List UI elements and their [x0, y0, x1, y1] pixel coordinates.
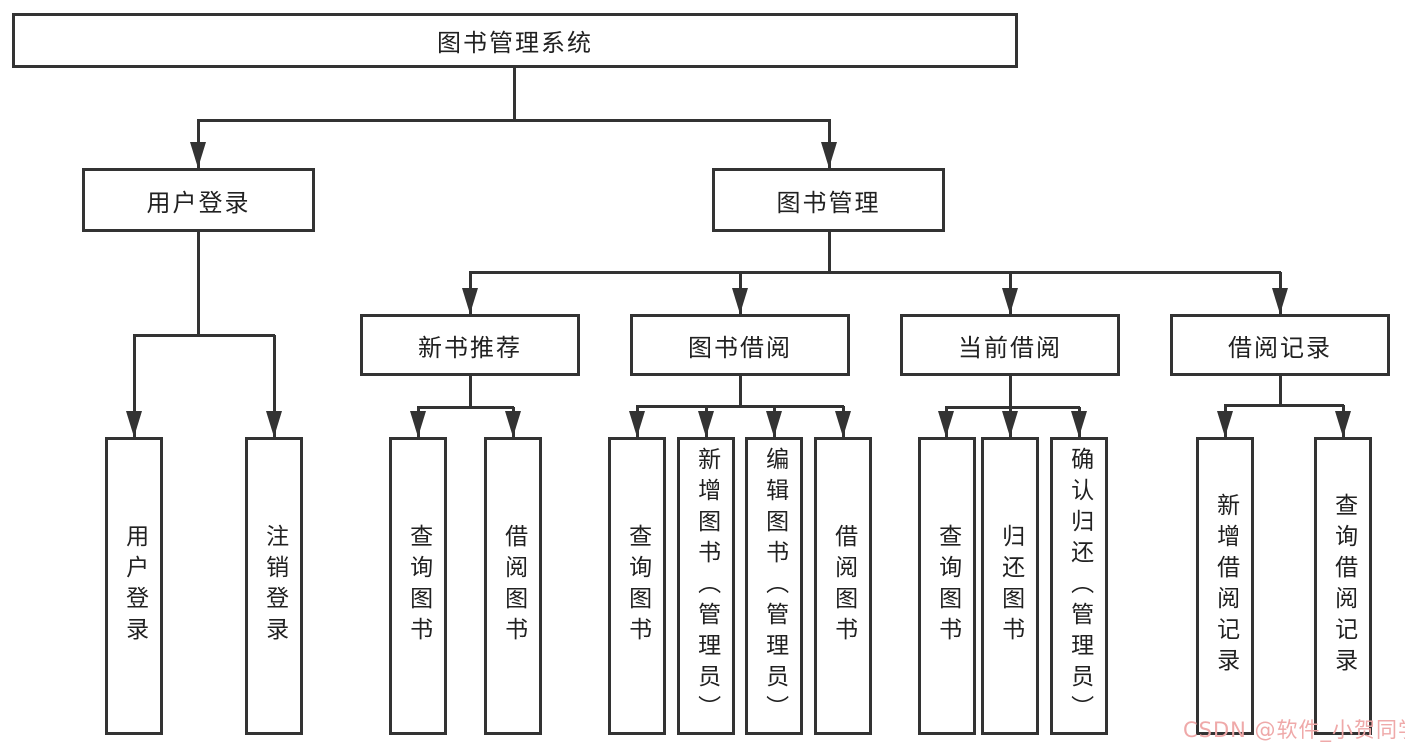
connector-line-vertical [739, 376, 742, 407]
connector-line-horizontal [945, 406, 1080, 409]
leaf-query-borrow-record-label: 查询借阅记录 [1330, 493, 1357, 679]
arrowhead-down-icon [505, 411, 521, 437]
connector-line-horizontal [469, 271, 1281, 274]
leaf-borrow-books-recommend-label: 借阅图书 [500, 524, 527, 648]
arrowhead-down-icon [766, 411, 782, 437]
leaf-user-login-label: 用户登录 [121, 524, 148, 648]
node-book-management-label: 图书管理 [776, 188, 881, 217]
leaf-query-books-borrow-label: 查询图书 [624, 524, 651, 648]
leaf-add-book-admin-label: 新增图书（管理员） [693, 446, 720, 726]
leaf-borrow-books-recommend: 借阅图书 [484, 437, 542, 735]
connector-line-horizontal [197, 119, 831, 122]
connector-line-vertical [469, 376, 472, 408]
leaf-logout: 注销登录 [245, 437, 303, 735]
node-new-book-recommend: 新书推荐 [360, 314, 580, 376]
node-new-book-recommend-label: 新书推荐 [418, 333, 522, 362]
leaf-edit-book-admin: 编辑图书（管理员） [745, 437, 803, 735]
node-borrow-records: 借阅记录 [1170, 314, 1390, 376]
leaf-query-books-recommend: 查询图书 [389, 437, 447, 735]
arrowhead-down-icon [126, 411, 142, 437]
arrowhead-down-icon [821, 142, 837, 168]
leaf-query-books-recommend-label: 查询图书 [405, 524, 432, 648]
node-book-borrow: 图书借阅 [630, 314, 850, 376]
arrowhead-down-icon [629, 411, 645, 437]
connector-line-vertical [513, 68, 516, 121]
leaf-borrow-books: 借阅图书 [814, 437, 872, 735]
leaf-confirm-return-admin-label: 确认归还（管理员） [1066, 446, 1093, 726]
node-root-label: 图书管理系统 [437, 29, 593, 57]
leaf-return-book: 归还图书 [981, 437, 1039, 735]
connector-line-horizontal [133, 334, 275, 337]
leaf-logout-label: 注销登录 [261, 524, 288, 648]
connector-line-horizontal [417, 406, 514, 409]
arrowhead-down-icon [938, 411, 954, 437]
leaf-add-borrow-record-label: 新增借阅记录 [1212, 493, 1239, 679]
connector-line-vertical [1009, 376, 1012, 408]
node-borrow-records-label: 借阅记录 [1228, 333, 1332, 362]
connector-line-vertical [133, 335, 136, 437]
watermark: CSDN @软件_小贺同学 [1183, 718, 1405, 742]
node-book-management: 图书管理 [712, 168, 945, 232]
leaf-edit-book-admin-label: 编辑图书（管理员） [761, 446, 788, 726]
arrowhead-down-icon [1272, 288, 1288, 314]
leaf-query-borrow-record: 查询借阅记录 [1314, 437, 1372, 735]
node-user-login: 用户登录 [82, 168, 315, 232]
node-current-borrow: 当前借阅 [900, 314, 1120, 376]
leaf-borrow-books-label: 借阅图书 [830, 524, 857, 648]
connector-line-vertical [273, 335, 276, 437]
connector-line-vertical [1279, 376, 1282, 406]
node-book-borrow-label: 图书借阅 [688, 333, 792, 362]
leaf-query-books-current-label: 查询图书 [934, 524, 961, 648]
arrowhead-down-icon [1002, 288, 1018, 314]
connector-line-horizontal [636, 405, 844, 408]
connector-line-vertical [828, 232, 831, 274]
arrowhead-down-icon [190, 142, 206, 168]
connector-line-vertical [197, 232, 200, 336]
leaf-return-book-label: 归还图书 [997, 524, 1024, 648]
arrowhead-down-icon [410, 411, 426, 437]
arrowhead-down-icon [732, 288, 748, 314]
arrowhead-down-icon [462, 288, 478, 314]
arrowhead-down-icon [266, 411, 282, 437]
node-user-login-label: 用户登录 [146, 188, 251, 217]
node-root: 图书管理系统 [12, 13, 1018, 68]
arrowhead-down-icon [698, 411, 714, 437]
leaf-user-login: 用户登录 [105, 437, 163, 735]
leaf-query-books-borrow: 查询图书 [608, 437, 666, 735]
leaf-query-books-current: 查询图书 [918, 437, 976, 735]
arrowhead-down-icon [1335, 411, 1351, 437]
arrowhead-down-icon [835, 411, 851, 437]
arrowhead-down-icon [1002, 411, 1018, 437]
arrowhead-down-icon [1071, 411, 1087, 437]
connector-line-horizontal [1224, 404, 1344, 407]
leaf-add-book-admin: 新增图书（管理员） [677, 437, 735, 735]
leaf-add-borrow-record: 新增借阅记录 [1196, 437, 1254, 735]
arrowhead-down-icon [1217, 411, 1233, 437]
leaf-confirm-return-admin: 确认归还（管理员） [1050, 437, 1108, 735]
node-current-borrow-label: 当前借阅 [958, 333, 1062, 362]
